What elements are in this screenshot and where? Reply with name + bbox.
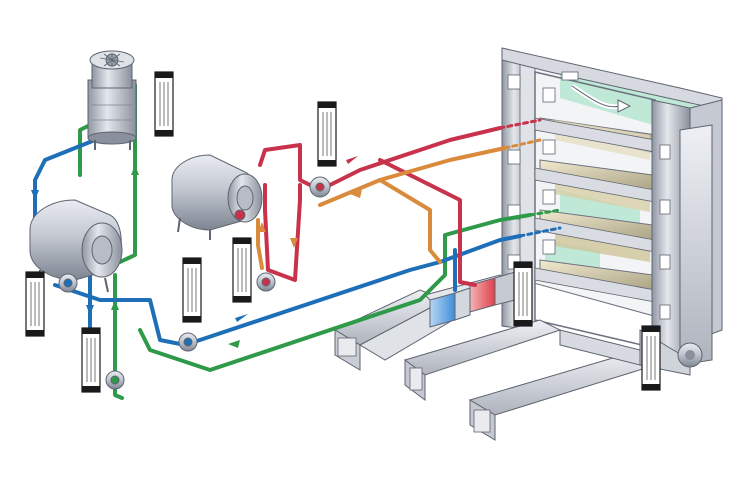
gauge-panel bbox=[81, 327, 101, 393]
cooling-tower bbox=[87, 50, 137, 150]
pump-chilled-loop bbox=[178, 332, 198, 352]
gauge-panel bbox=[317, 101, 337, 167]
gauge-panel bbox=[232, 237, 252, 303]
gauge-panel bbox=[154, 71, 174, 137]
boiler bbox=[171, 154, 263, 240]
gauge-panel bbox=[513, 261, 533, 327]
pump-boiler bbox=[256, 272, 276, 292]
flow-arrows bbox=[31, 156, 362, 348]
chiller bbox=[29, 199, 123, 293]
supply-duct bbox=[333, 271, 703, 441]
pump bbox=[58, 176, 331, 390]
gauge-panels bbox=[25, 71, 661, 393]
wall-vents bbox=[507, 71, 671, 320]
pump-chiller bbox=[58, 273, 78, 293]
gauge-panel bbox=[641, 325, 661, 391]
pipes bbox=[33, 83, 562, 400]
gauge-panel bbox=[182, 257, 202, 323]
gauge-panel bbox=[25, 271, 45, 337]
pump-condenser bbox=[105, 370, 125, 390]
pump-hot-loop bbox=[309, 176, 331, 198]
